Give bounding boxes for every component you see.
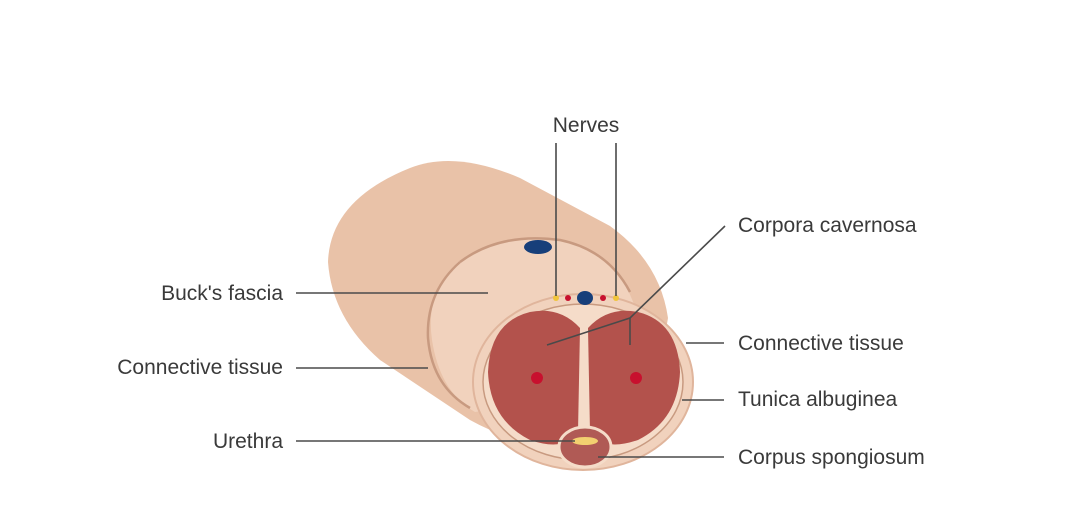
connective-tissue-band: [426, 261, 471, 410]
dorsal-artery-left: [565, 295, 571, 301]
dorsal-vein: [577, 291, 593, 305]
dorsal-vein-shaft: [524, 240, 552, 254]
label-urethra: Urethra: [213, 430, 283, 453]
label-corpora-cavernosa: Corpora cavernosa: [738, 214, 917, 237]
label-nerves: Nerves: [553, 114, 620, 137]
corpus-spongiosum: [557, 425, 613, 469]
label-connective-tissue-left: Connective tissue: [117, 356, 283, 379]
deep-artery-right: [630, 372, 642, 384]
dorsal-artery-right: [600, 295, 606, 301]
label-bucks-fascia: Buck's fascia: [161, 282, 283, 305]
dorsal-nerve-left: [553, 295, 559, 301]
label-connective-tissue-right: Connective tissue: [738, 332, 904, 355]
leader-lines: [296, 143, 726, 458]
label-tunica-albuginea: Tunica albuginea: [738, 388, 897, 411]
leader-corpora-cavernosa: [629, 225, 726, 319]
urethra-lumen: [572, 437, 598, 445]
deep-artery-left: [531, 372, 543, 384]
label-corpus-spongiosum: Corpus spongiosum: [738, 446, 925, 469]
fascia-top-band: [459, 237, 632, 293]
leader-corpora-cavernosa-left: [546, 317, 631, 346]
dorsal-nerve-right: [613, 295, 619, 301]
